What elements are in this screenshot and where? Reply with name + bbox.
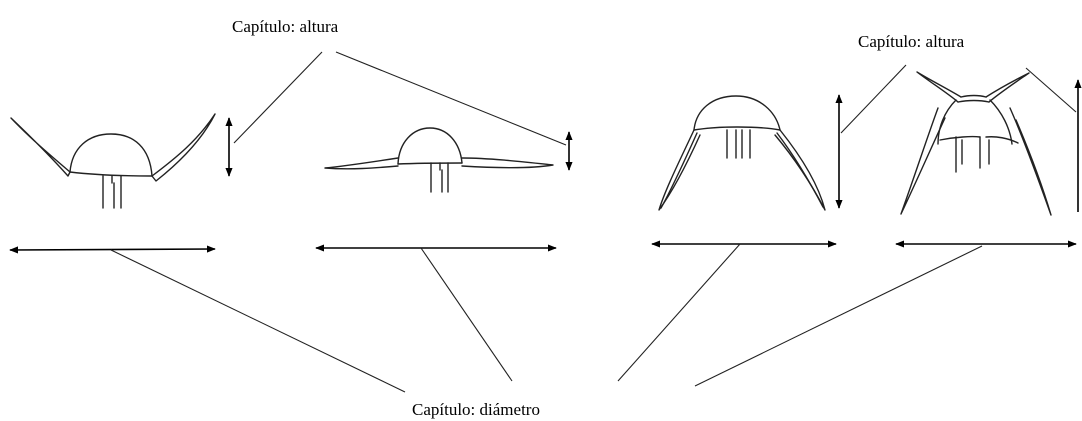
capitulum-4-tip-right <box>985 72 1030 103</box>
capitulum-2-head <box>397 127 463 165</box>
leader-height-left-2 <box>335 51 567 146</box>
capitulum-4-peduncle <box>955 136 990 173</box>
capitulum-1-base <box>69 171 153 177</box>
leader-diameter-1 <box>110 249 406 393</box>
capitulum-3-bract-right <box>774 129 826 211</box>
capitulum-4-tip-left <box>916 71 962 103</box>
diameter-label: Capítulo: diámetro <box>412 400 540 419</box>
capitulum-figure-1 <box>9 113 233 254</box>
capitulum-figure-3 <box>651 94 843 248</box>
capitulum-1-peduncle <box>102 175 122 209</box>
height-label-right: Capítulo: altura <box>858 32 965 51</box>
capitulum-2-peduncle <box>430 162 449 193</box>
capitulum-4-bract-left <box>900 107 946 215</box>
leader-diameter-2 <box>420 247 513 382</box>
capitulum-3-peduncle <box>726 129 751 159</box>
capitulum-3-rim <box>693 126 781 131</box>
capitulum-1-diameter-arrow <box>9 245 216 254</box>
leader-height-right-1 <box>840 64 907 134</box>
capitulum-3-bract-left <box>658 129 701 211</box>
capitulum-figure-4 <box>895 71 1082 248</box>
capitulum-3-bract-right-inner <box>776 132 824 208</box>
capitulum-1-head <box>69 133 153 177</box>
capitulum-3-head <box>693 95 781 131</box>
capitulum-4-rim <box>939 135 1019 144</box>
capitulum-4-neck <box>957 94 990 103</box>
leader-height-right-2 <box>1025 67 1077 113</box>
capitulum-2-bract-left <box>324 157 399 170</box>
height-label-left: Capítulo: altura <box>232 17 339 36</box>
capitulum-1-bract-left <box>10 117 71 177</box>
capitulum-2-base <box>397 162 463 165</box>
capitulum-1-bract-right <box>151 113 216 182</box>
leader-height-left-1 <box>233 51 323 144</box>
leader-lines <box>110 51 1077 393</box>
capitulum-2-bract-right <box>461 157 554 169</box>
capitulum-figure-2 <box>315 127 573 252</box>
leader-diameter-3 <box>617 243 741 382</box>
leader-diameter-4 <box>694 245 983 387</box>
capitulum-4-bract-right <box>1009 107 1052 216</box>
capitulum-3-bract-left-inner <box>660 132 698 209</box>
